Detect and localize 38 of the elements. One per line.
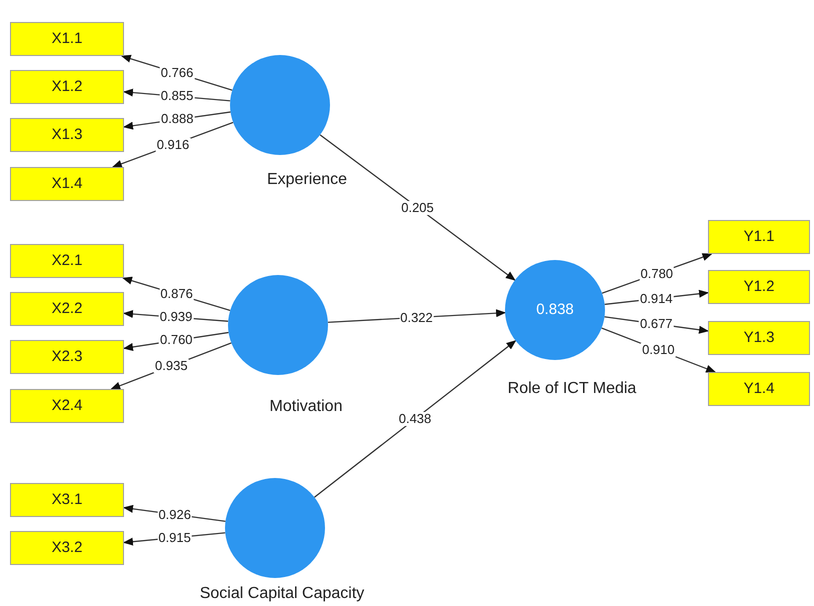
edge-label: 0.766 (160, 66, 194, 80)
indicator-box: X1.2 (10, 70, 124, 104)
edge-label: 0.935 (154, 358, 189, 373)
edge-label: 0.939 (158, 310, 194, 324)
edge-label: 0.760 (159, 333, 194, 348)
r-squared-value: 0.838 (536, 300, 574, 320)
edge-label: 0.677 (639, 316, 674, 331)
edge-label: 0.855 (160, 89, 194, 104)
edge-label: 0.322 (399, 310, 434, 324)
edge-label: 0.926 (157, 508, 192, 522)
edge-label: 0.438 (398, 412, 432, 426)
indicator-box: Y1.1 (708, 220, 810, 254)
edge-label: 0.915 (157, 530, 192, 545)
indicator-box: Y1.3 (708, 321, 810, 355)
edge-label: 0.888 (160, 112, 194, 126)
edge-label: 0.780 (640, 266, 674, 281)
indicator-box: X1.4 (10, 167, 124, 201)
edge-label: 0.914 (639, 292, 674, 306)
indicator-box: X3.1 (10, 483, 124, 517)
indicator-box: X2.3 (10, 340, 124, 374)
edge-label: 0.876 (159, 287, 194, 302)
indicator-box: Y1.4 (708, 372, 810, 406)
edge-label: 0.916 (156, 138, 190, 152)
indicator-box: X3.2 (10, 531, 124, 565)
indicator-box: X2.1 (10, 244, 124, 278)
construct-label: Motivation (270, 397, 342, 417)
construct-label: Social Capital Capacity (200, 584, 364, 604)
edge-label: 0.205 (400, 200, 435, 214)
construct-label: Experience (266, 170, 348, 190)
arrow (320, 134, 516, 281)
construct-label: Role of ICT Media (508, 379, 636, 399)
edge-label: 0.910 (641, 343, 676, 358)
indicator-box: X2.2 (10, 292, 124, 326)
indicator-box: X1.3 (10, 118, 124, 152)
indicator-box: X1.1 (10, 22, 124, 56)
indicator-box: Y1.2 (708, 270, 810, 304)
arrow (314, 340, 516, 498)
indicator-box: X2.4 (10, 389, 124, 423)
